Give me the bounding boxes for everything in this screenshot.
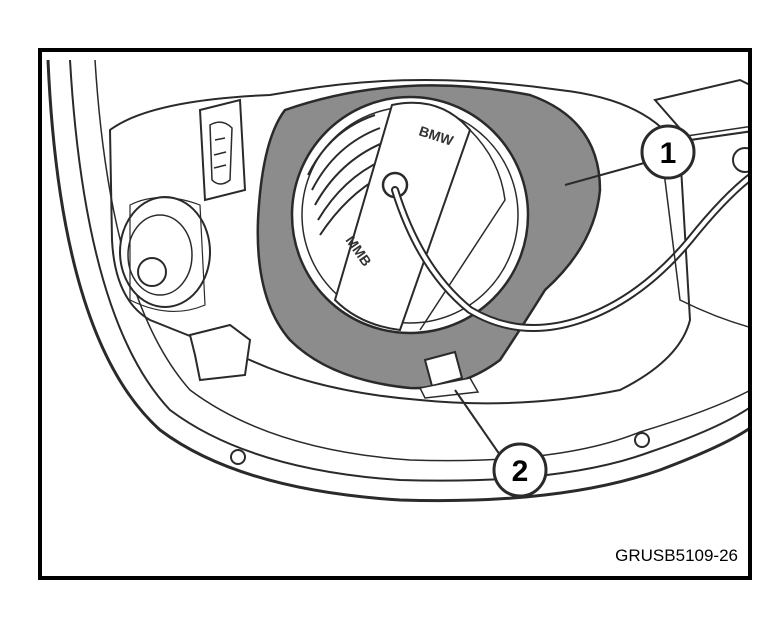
callout-2-label: 2 [512,455,529,488]
illustration: BMW MMB 1 2 [46,59,750,503]
fuel-cap-grip-ribs [307,114,391,236]
filler-flap-lower [659,125,750,329]
drain-tab [423,350,464,388]
callout-2-leader [454,389,501,456]
figure-frame [38,48,752,580]
hinge-detail-line [214,137,226,141]
callout-1-label: 1 [660,137,677,170]
lower-left-bracket [188,323,252,382]
locking-actuator-base [129,196,206,313]
fuel-cap-handle-edge [419,129,506,331]
body-panel-inner-outline [69,59,750,482]
callout-2: 2 [492,442,548,498]
tether-cable-fill [393,174,750,330]
body-panel-outline [46,59,750,503]
flap-hinge-pin [732,147,750,173]
mounting-hole-right [634,432,650,448]
callout-1-leader [564,159,656,186]
callout-1: 1 [640,124,696,180]
locking-actuator-ring [127,214,193,296]
locking-actuator-pin [137,257,167,287]
figure-code: GRUSB5109-26 [615,546,738,565]
hinge-pocket [198,98,247,202]
drain-tab-base [418,377,480,399]
hinge-slot [209,121,233,185]
mounting-hole-left [230,449,246,465]
hinge-detail-line [213,151,227,156]
hinge-detail-line [213,164,227,169]
locking-actuator-outer [119,196,211,308]
